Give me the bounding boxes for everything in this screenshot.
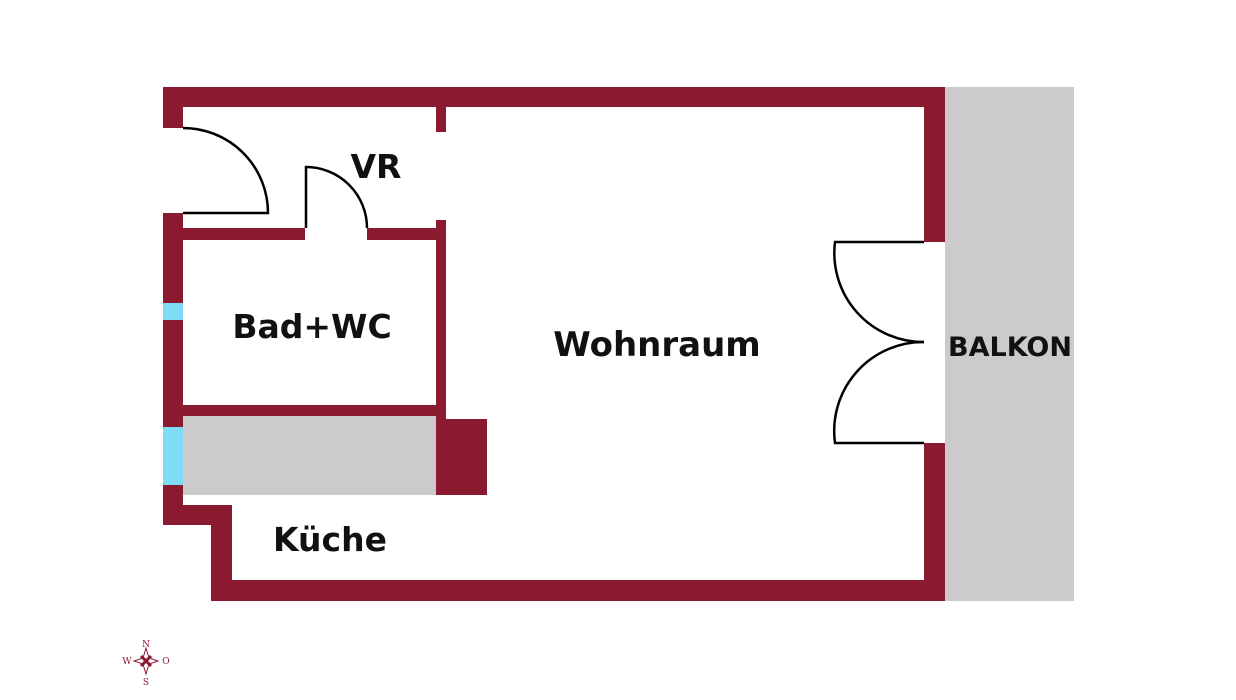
compass-west: W	[122, 657, 132, 667]
room-label-vr: VR	[351, 147, 402, 186]
kitchen-counter	[183, 416, 436, 495]
balcony-area	[945, 87, 1074, 601]
compass-east: O	[162, 657, 169, 667]
wall-interior-vertical	[436, 220, 446, 495]
wall-bath-bottom	[183, 405, 446, 416]
walls	[163, 87, 945, 601]
wall-left-entry-stub	[163, 87, 183, 128]
wall-vr-stub	[436, 107, 446, 132]
room-label-balkon: BALKON	[948, 332, 1072, 363]
wall-top	[163, 87, 945, 107]
room-label-kueche: Küche	[273, 520, 387, 559]
balcony-door-lower	[832, 340, 925, 445]
compass-north: N	[142, 640, 150, 650]
balcony-door-upper	[833, 240, 925, 344]
entry-door	[182, 126, 270, 215]
compass-rose: N S W O	[122, 640, 169, 688]
room-label-wohnraum: Wohnraum	[553, 325, 760, 365]
wall-bath-top-left	[183, 228, 305, 240]
wall-right-lower	[924, 443, 945, 601]
wall-kitchen-left	[211, 505, 232, 601]
compass-star-icon	[132, 646, 160, 676]
bath-door	[304, 165, 369, 229]
wall-bath-top-right	[367, 228, 446, 240]
doors	[182, 126, 925, 445]
kitchen-chimney	[436, 419, 487, 495]
window-bath	[163, 303, 183, 320]
wall-bottom	[211, 580, 945, 601]
window-kitchen	[163, 427, 183, 485]
wall-right-upper	[924, 87, 945, 242]
room-label-bad-wc: Bad+WC	[232, 307, 391, 346]
compass-south: S	[143, 678, 149, 688]
